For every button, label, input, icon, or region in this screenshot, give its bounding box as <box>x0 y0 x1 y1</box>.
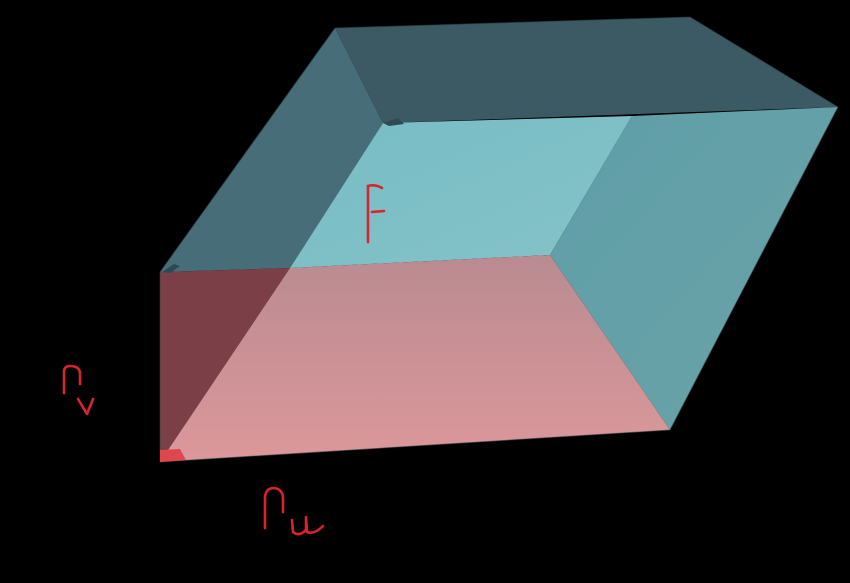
box-edges <box>159 16 839 463</box>
top-corner-mark <box>162 264 180 273</box>
back-left-face <box>160 28 383 272</box>
back-top-face <box>335 17 838 123</box>
n-v-label <box>62 364 95 416</box>
bottom-corner-mark <box>160 449 186 462</box>
right-side-face <box>550 107 838 430</box>
n-u-label <box>263 486 325 536</box>
floor-face <box>160 255 670 462</box>
top-notch-mark <box>383 118 404 126</box>
inner-ceiling-face <box>290 116 632 268</box>
F-label <box>366 184 386 244</box>
